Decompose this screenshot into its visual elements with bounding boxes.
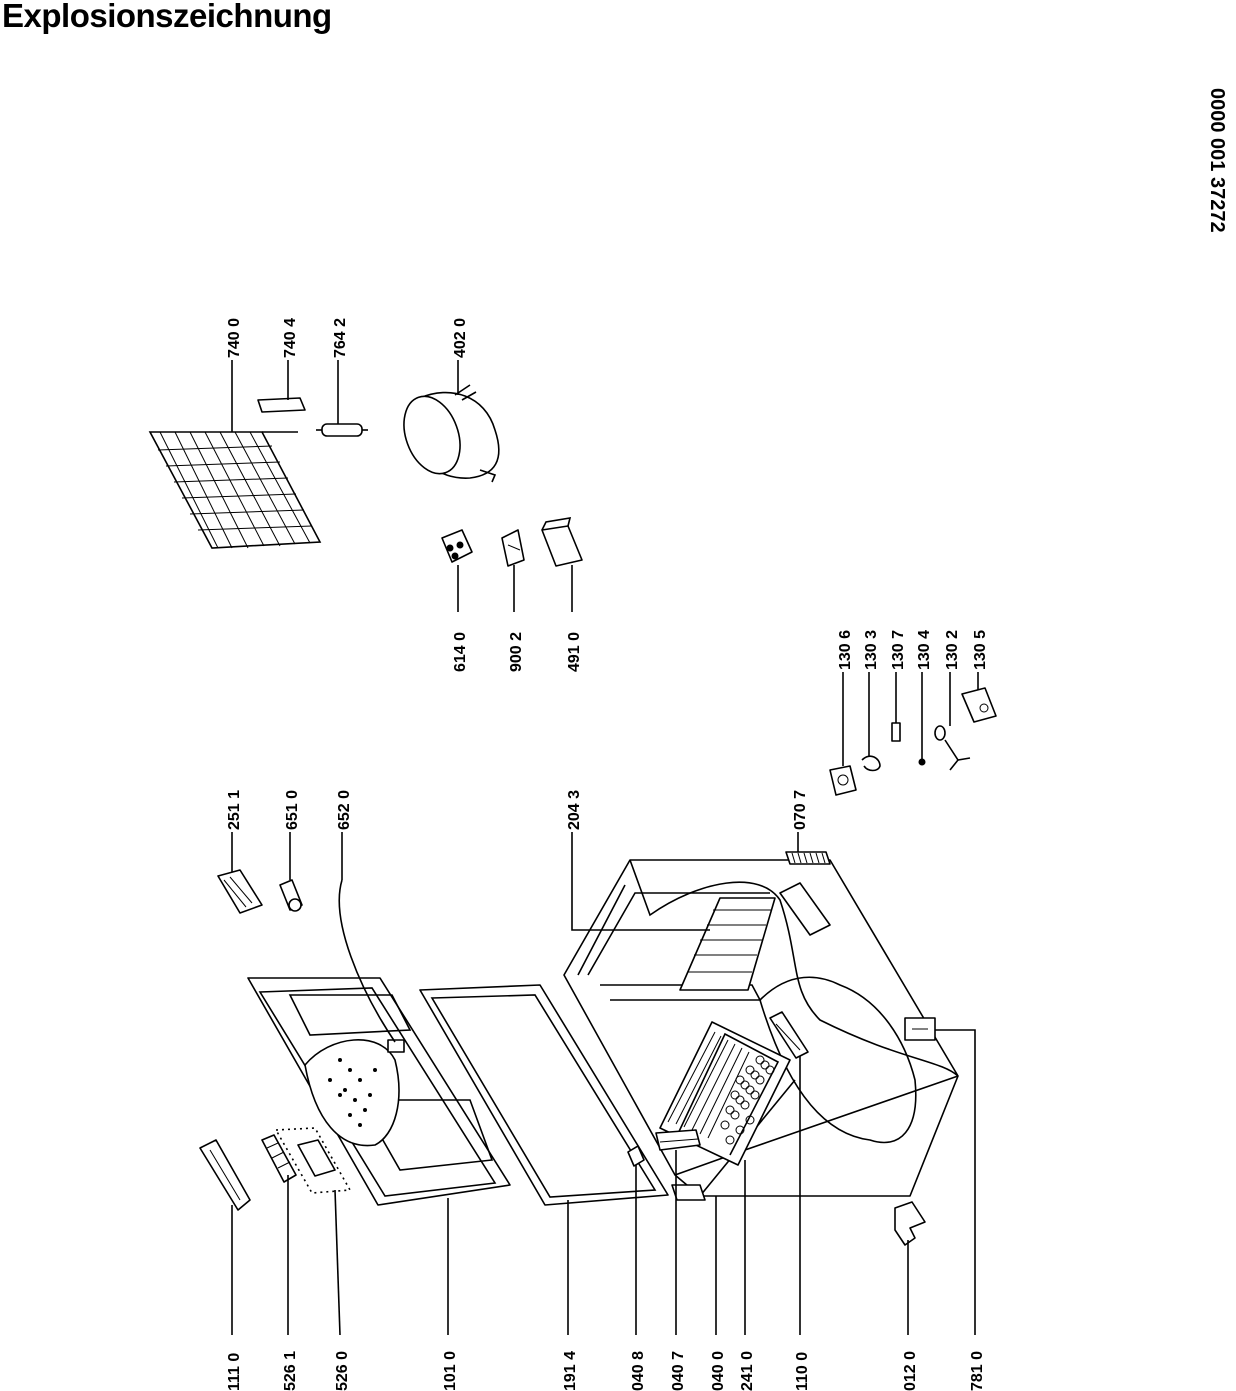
label-130-2: 130 2 (944, 630, 961, 670)
box-491 (541, 517, 583, 567)
label-740-4: 740 4 (282, 318, 299, 358)
part-900-2 (501, 529, 525, 567)
part-130-2 (934, 725, 971, 771)
label-526-0: 526 0 (334, 1351, 351, 1391)
vent-grille-070 (785, 851, 831, 865)
label-900-2: 900 2 (508, 632, 525, 672)
page-title: Explosionszeichnung (2, 0, 332, 34)
condenser-740-0 (148, 431, 322, 549)
part-130-7 (891, 722, 901, 742)
lamp-651-icon (279, 879, 303, 912)
label-204-3: 204 3 (566, 790, 583, 830)
label-040-8: 040 8 (630, 1351, 647, 1391)
part-110-icon (769, 1011, 809, 1059)
compressor-402 (403, 384, 500, 483)
label-241-0: 241 0 (739, 1351, 756, 1391)
wire-rack-204 (679, 897, 776, 991)
hinge-040-0 (671, 1184, 706, 1201)
label-652-0: 652 0 (336, 790, 353, 830)
part-labels: 111 0 526 1 526 0 101 0 191 4 040 8 040 … (226, 318, 989, 1391)
part-130-3 (861, 755, 881, 772)
part-130-6 (829, 765, 857, 796)
label-130-3: 130 3 (863, 630, 880, 670)
clip-040-8 (627, 1145, 645, 1167)
label-130-5: 130 5 (972, 630, 989, 670)
part-130-5 (961, 687, 997, 723)
dryer-764-2 (316, 423, 368, 437)
label-251-1: 251 1 (226, 790, 243, 830)
label-491-0: 491 0 (566, 632, 583, 672)
relay-614 (441, 529, 473, 563)
freezer-lid-101 (247, 977, 511, 1206)
lock-526-1 (261, 1134, 297, 1183)
handle-111 (199, 1139, 251, 1211)
bracket-012 (894, 1201, 926, 1246)
label-614-0: 614 0 (452, 632, 469, 672)
label-764-2: 764 2 (332, 318, 349, 358)
label-130-7: 130 7 (890, 630, 907, 670)
leader-lines (231, 360, 979, 1336)
label-781-0: 781 0 (969, 1351, 986, 1391)
bracket-740-4 (257, 397, 306, 413)
label-110-0: 110 0 (794, 1352, 811, 1391)
label-740-0: 740 0 (226, 318, 243, 358)
part-130-4 (918, 758, 926, 766)
label-402-0: 402 0 (452, 318, 469, 358)
label-651-0: 651 0 (284, 790, 301, 830)
label-101-0: 101 0 (442, 1351, 459, 1391)
label-191-4: 191 4 (562, 1351, 579, 1391)
lock-plate-526-0 (274, 1127, 352, 1194)
label-040-0: 040 0 (710, 1351, 727, 1391)
label-012-0: 012 0 (902, 1351, 919, 1391)
lid-gasket-191 (419, 984, 669, 1206)
part-251-icon (217, 869, 263, 914)
label-070-7: 070 7 (792, 790, 809, 830)
label-526-1: 526 1 (282, 1351, 299, 1391)
wire-basket-241 (659, 1021, 791, 1166)
bracket-040-7 (655, 1129, 701, 1151)
label-130-6: 130 6 (837, 630, 854, 670)
label-040-7: 040 7 (670, 1351, 687, 1391)
label-111-0: 111 0 (226, 1353, 243, 1391)
label-130-4: 130 4 (916, 630, 933, 670)
